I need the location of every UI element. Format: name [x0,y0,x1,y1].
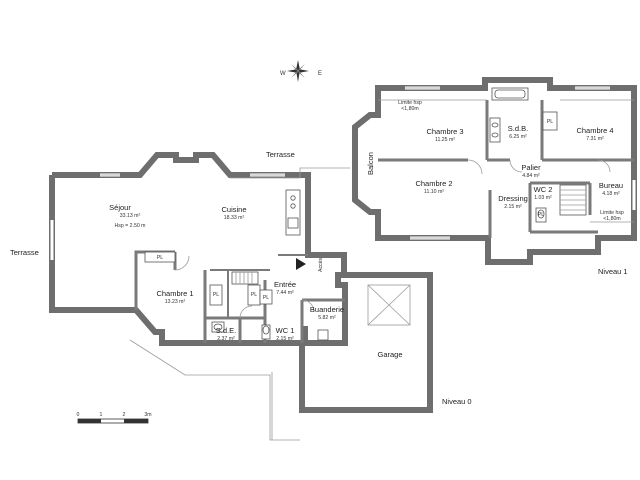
placard-label: PL [538,212,544,218]
placard-label: PL [263,295,269,301]
balcon-label: Balcon [366,152,375,175]
scale-tick-label: 2 [123,412,126,418]
room-sdb-area: 6.25 m² [509,134,527,140]
room-sejour-hsp: Hsp = 2.50 m [115,223,146,229]
ground-floor-plan: Terrasse Terrasse Séjour 33.13 m² Hsp = … [10,150,472,441]
room-chambre1-name: Chambre 1 [156,289,193,298]
room-sde-name: S.d.E. [216,326,236,335]
access-label: Accès [318,257,324,272]
scale-tick-label: 0 [77,412,80,418]
room-chambre3-name: Chambre 3 [426,127,463,136]
room-bureau-name: Bureau [599,181,623,190]
room-chambre2-name: Chambre 2 [415,179,452,188]
room-wc2-area: 1.03 m² [534,195,552,201]
limite-hsp-right-line2: <1,80m [603,216,620,222]
room-chambre2-area: 11.10 m² [424,189,444,195]
placard-label: PL [157,255,163,261]
room-wc1-name: WC 1 [276,326,295,335]
access-arrow-icon [296,258,306,270]
room-buanderie-area: 5.82 m² [318,315,336,321]
room-chambre3-area: 11.25 m² [435,137,455,143]
limite-hsp-top-line2: <1,80m [401,106,418,112]
room-palier-name: Palier [521,163,541,172]
room-entree-name: Entrée [274,280,296,289]
compass-rose-icon: E W [280,60,322,82]
room-chambre4-name: Chambre 4 [576,126,613,135]
scale-tick-label: 3m [144,412,151,418]
limite-hsp-top-line1: Limite hsp [398,100,422,106]
room-wc2-name: WC 2 [534,185,553,194]
room-wc1-area: 2.15 m² [276,336,294,342]
room-dressing-area: 2.15 m² [504,204,522,210]
limite-hsp-right-line1: Limite hsp [600,210,624,216]
room-buanderie-name: Buanderie [310,305,344,314]
room-garage-name: Garage [377,350,402,359]
placard-label: PL [213,292,219,298]
placard-label: PL [547,119,553,125]
level-upper-label: Niveau 1 [598,267,628,276]
svg-text:E: E [318,71,322,77]
terrace-left-label: Terrasse [10,248,39,257]
room-sejour-name: Séjour [109,203,131,212]
room-palier-area: 4.84 m² [522,173,540,179]
room-cuisine-area: 18.33 m² [224,215,245,221]
room-bureau-area: 4.18 m² [602,191,620,197]
scale-tick-label: 1 [100,412,103,418]
room-chambre4-area: 7.31 m² [586,136,604,142]
room-sejour-area: 33.13 m² [120,213,141,219]
room-sdb-name: S.d.B. [508,124,528,133]
room-dressing-name: Dressing [498,194,528,203]
placard-label: PL [251,292,257,298]
upper-floor-plan: Limite hsp <1,80m Chambre 3 11.25 m² S.d… [352,77,637,276]
scale-bar: 0 1 2 3m [77,412,152,424]
level-ground-label: Niveau 0 [442,397,472,406]
svg-text:W: W [280,71,286,77]
room-sde-area: 2.37 m² [217,336,235,342]
room-cuisine-name: Cuisine [221,205,246,214]
terrace-top-label: Terrasse [266,150,295,159]
room-entree-area: 7.44 m² [276,290,294,296]
room-chambre1-area: 13.23 m² [165,299,186,305]
